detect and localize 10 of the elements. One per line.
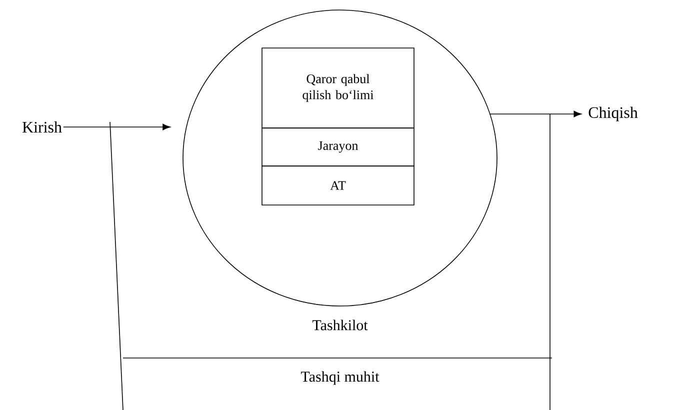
node-label: Kirish xyxy=(22,121,62,133)
arrow xyxy=(489,110,582,118)
circle xyxy=(182,10,498,306)
process-box: Qaror qabul qilish bo‘limi xyxy=(262,48,414,128)
region-label: Tashkilot xyxy=(312,320,368,330)
arrow xyxy=(63,124,170,130)
process-box: AT xyxy=(262,166,414,206)
process-box: Jarayon xyxy=(262,128,414,166)
node-label: Chiqish xyxy=(588,106,638,122)
region-label: Tashqi muhit xyxy=(301,371,380,385)
